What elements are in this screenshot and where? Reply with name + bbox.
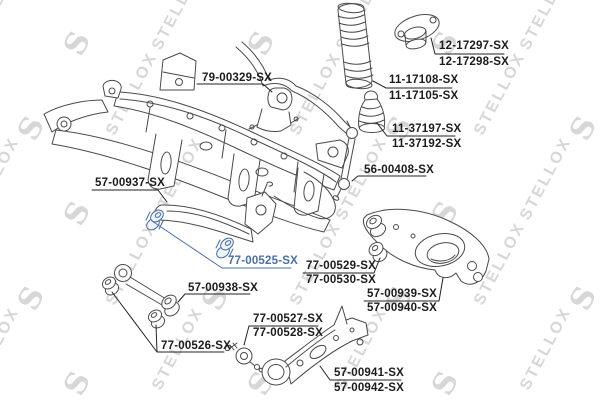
trailing-arm-drawing xyxy=(261,305,369,386)
subframe-drawing xyxy=(43,52,349,235)
part-label-57-00941: 57-00941-SX xyxy=(334,367,404,379)
part-label-57-00938: 57-00938-SX xyxy=(188,282,258,294)
strut-mount-drawing xyxy=(394,14,440,50)
part-label-77-00530: 77-00530-SX xyxy=(306,274,376,286)
highlight-callout-line xyxy=(151,220,292,269)
upper-arm-front-drawing xyxy=(114,264,180,317)
part-label-77-00526: 77-00526-SX xyxy=(161,340,231,352)
shock-dust-cover-drawing xyxy=(337,2,374,90)
ball-joint-drawing xyxy=(224,342,264,373)
callout-lines xyxy=(91,37,505,381)
stabilizer-bar-drawing xyxy=(235,41,353,135)
bushing-77-00529-drawing xyxy=(368,241,388,263)
part-label-56-00408: 56-00408-SX xyxy=(364,164,434,176)
part-label-12-17298: 12-17298-SX xyxy=(439,56,509,68)
part-label-11-37197: 11-37197-SX xyxy=(392,123,462,135)
part-label-77-00525-highlighted[interactable]: 77-00525-SX xyxy=(228,255,298,267)
part-label-57-00939: 57-00939-SX xyxy=(367,288,437,300)
part-label-77-00527: 77-00527-SX xyxy=(253,313,323,325)
part-label-11-17105: 11-17105-SX xyxy=(389,90,459,102)
part-label-12-17297: 12-17297-SX xyxy=(439,40,509,52)
part-label-57-00937: 57-00937-SX xyxy=(95,177,165,189)
part-label-77-00529: 77-00529-SX xyxy=(306,260,376,272)
lower-control-arm-drawing xyxy=(362,208,490,285)
stabilizer-link-drawing xyxy=(332,120,358,201)
part-label-57-00940: 57-00940-SX xyxy=(367,302,437,314)
bump-stop-drawing xyxy=(358,90,386,133)
stabilizer-bushing-drawing xyxy=(248,87,300,132)
part-label-11-17108: 11-17108-SX xyxy=(389,74,459,86)
part-label-77-00528: 77-00528-SX xyxy=(253,327,323,339)
part-label-11-37192: 11-37192-SX xyxy=(392,138,462,150)
part-label-79-00329: 79-00329-SX xyxy=(202,72,272,84)
bushing-77-00526-drawing xyxy=(101,276,166,329)
bushing-77-00525-drawing xyxy=(145,209,234,259)
part-label-57-00942: 57-00942-SX xyxy=(334,382,404,394)
